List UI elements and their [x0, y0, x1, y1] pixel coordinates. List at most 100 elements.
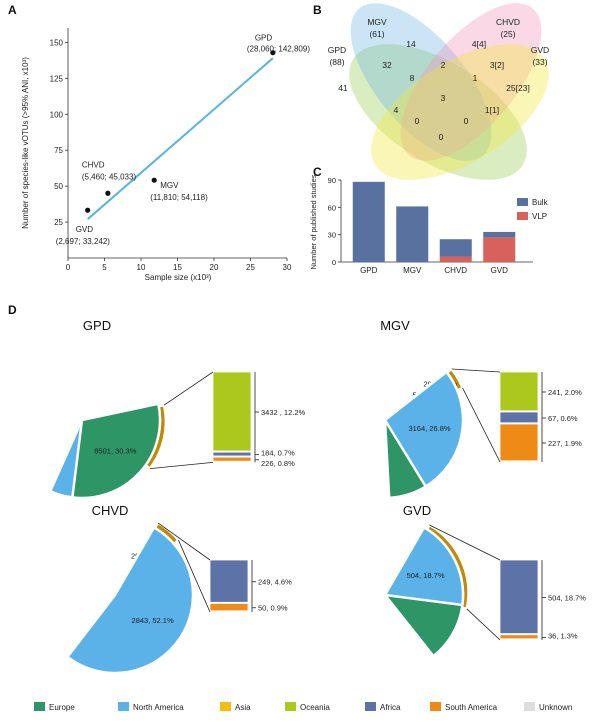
breakdown-segment	[499, 411, 539, 424]
panel-letter-b: B	[313, 3, 322, 17]
venn-name-mgv: MGV	[367, 17, 387, 27]
breakdown-label: 67, 0.6%	[548, 414, 578, 423]
y-tick-label: 50	[54, 182, 63, 191]
connector-line	[149, 462, 214, 470]
breakdown-segment	[209, 559, 249, 603]
y-tick-label: 60	[328, 203, 336, 212]
bar-bulk	[396, 206, 429, 262]
venn-name-chvd: CHVD	[496, 17, 520, 27]
x-tick-label: MGV	[403, 266, 422, 275]
venn-count-chvd: (25)	[500, 29, 515, 39]
legend-swatch	[220, 702, 231, 711]
point-name: GPD	[255, 34, 273, 43]
breakdown-label: 504, 18.7%	[548, 593, 586, 602]
point-name: CHVD	[82, 160, 105, 169]
venn-set-gvd	[371, 44, 549, 180]
venn-set-gpd	[349, 44, 527, 180]
legend-label: Unknown	[539, 703, 572, 712]
venn-region: 41	[338, 83, 348, 93]
legend-swatch	[118, 702, 129, 711]
legend-label: Africa	[380, 703, 401, 712]
x-axis-label: Sample size (x10³)	[145, 273, 212, 282]
pie-slice-label: 504, 18.7%	[407, 571, 445, 580]
venn-name-gpd: GPD	[328, 45, 346, 55]
legend-swatch-bulk	[517, 198, 528, 206]
y-axis-label: Number of species-like vOTUs (>95% ANI, …	[21, 57, 30, 229]
venn-count-gpd: (88)	[329, 57, 344, 67]
venn-count-mgv: (61)	[369, 29, 384, 39]
breakdown-segment	[212, 456, 252, 462]
breakdown-segment	[499, 371, 539, 412]
pie-slice	[383, 370, 465, 489]
bar-bulk	[352, 181, 385, 262]
venn-region: 8	[410, 73, 415, 83]
panel-letter-c: C	[313, 165, 322, 179]
data-point	[85, 207, 91, 213]
data-point	[105, 190, 111, 196]
point-name: MGV	[160, 181, 179, 190]
venn-region: 3[2]	[490, 60, 504, 70]
bar-vlp	[439, 256, 472, 262]
pies-group: GPD9829, 35.0%2321, 8.3%3842, 13.7%3567,…	[48, 318, 586, 675]
point-label: (2,697; 33,242)	[56, 237, 111, 246]
x-tick-label: GPD	[360, 266, 378, 275]
connector-line	[157, 522, 211, 561]
connector-line	[163, 371, 214, 406]
legend-swatch	[430, 702, 441, 711]
venn-region: 14	[406, 39, 416, 49]
y-tick-label: 75	[54, 146, 63, 155]
points-group: GPD(28,060; 142,809)CHVD(5,460; 45,033)M…	[56, 34, 311, 247]
pie-slice	[382, 525, 465, 607]
venn-region: 0	[439, 132, 444, 142]
x-tick-label: 5	[102, 263, 107, 272]
bar-bulk	[483, 231, 516, 238]
y-tick-label: 125	[50, 74, 64, 83]
legend-label: Oceania	[300, 703, 330, 712]
connector-line	[466, 608, 501, 641]
legend-swatch	[365, 702, 376, 711]
breakdown-label: 184, 0.7%	[261, 449, 295, 458]
panel-letter-d: D	[8, 303, 17, 317]
venn-region: 3	[441, 93, 446, 103]
y-axis-label: Number of published studies	[309, 174, 318, 269]
pie-slice-label: 3164, 26.8%	[408, 424, 450, 433]
connector-line	[451, 368, 501, 373]
connector-line	[178, 539, 211, 613]
pie-slice-label: 8501, 30.3%	[94, 447, 136, 456]
venn-region: 1[1]	[485, 105, 499, 115]
venn-region: 0	[415, 116, 420, 126]
breakdown-segment	[499, 423, 539, 462]
data-point	[270, 50, 276, 56]
pie-title: CHVD	[92, 503, 129, 518]
venn-region: 25[23]	[506, 83, 530, 93]
breakdown-segment	[499, 634, 539, 640]
legend-swatch	[34, 702, 45, 711]
x-tick-label: 10	[137, 263, 146, 272]
breakdown-label: 227, 1.9%	[548, 439, 582, 448]
venn-region: 0	[464, 116, 469, 126]
venn-region: 32	[382, 60, 392, 70]
legend-label: Asia	[235, 703, 251, 712]
venn-name-gvd: GVD	[531, 45, 549, 55]
data-point	[151, 177, 157, 183]
pie-title: MGV	[380, 318, 410, 333]
breakdown-label: 50, 0.9%	[258, 604, 288, 613]
x-tick-label: GVD	[491, 266, 509, 275]
breakdown-label: 36, 1.3%	[548, 631, 578, 640]
pie-slice	[70, 402, 162, 500]
legend-swatch	[524, 702, 535, 711]
panel-letter-a: A	[8, 3, 17, 17]
y-tick-label: 0	[332, 258, 336, 267]
legend-label: Europe	[49, 703, 75, 712]
legend-swatch-vlp	[517, 212, 528, 220]
pie-title: GVD	[403, 503, 431, 518]
fit-line	[87, 57, 274, 220]
breakdown-segment	[212, 451, 252, 457]
y-tick-label: 90	[328, 176, 336, 185]
y-tick-label: 150	[50, 38, 64, 47]
pie-slice	[65, 525, 195, 675]
venn-panel: GPD (88) MGV (61) CHVD (25) GVD (33) 14 …	[328, 3, 549, 180]
